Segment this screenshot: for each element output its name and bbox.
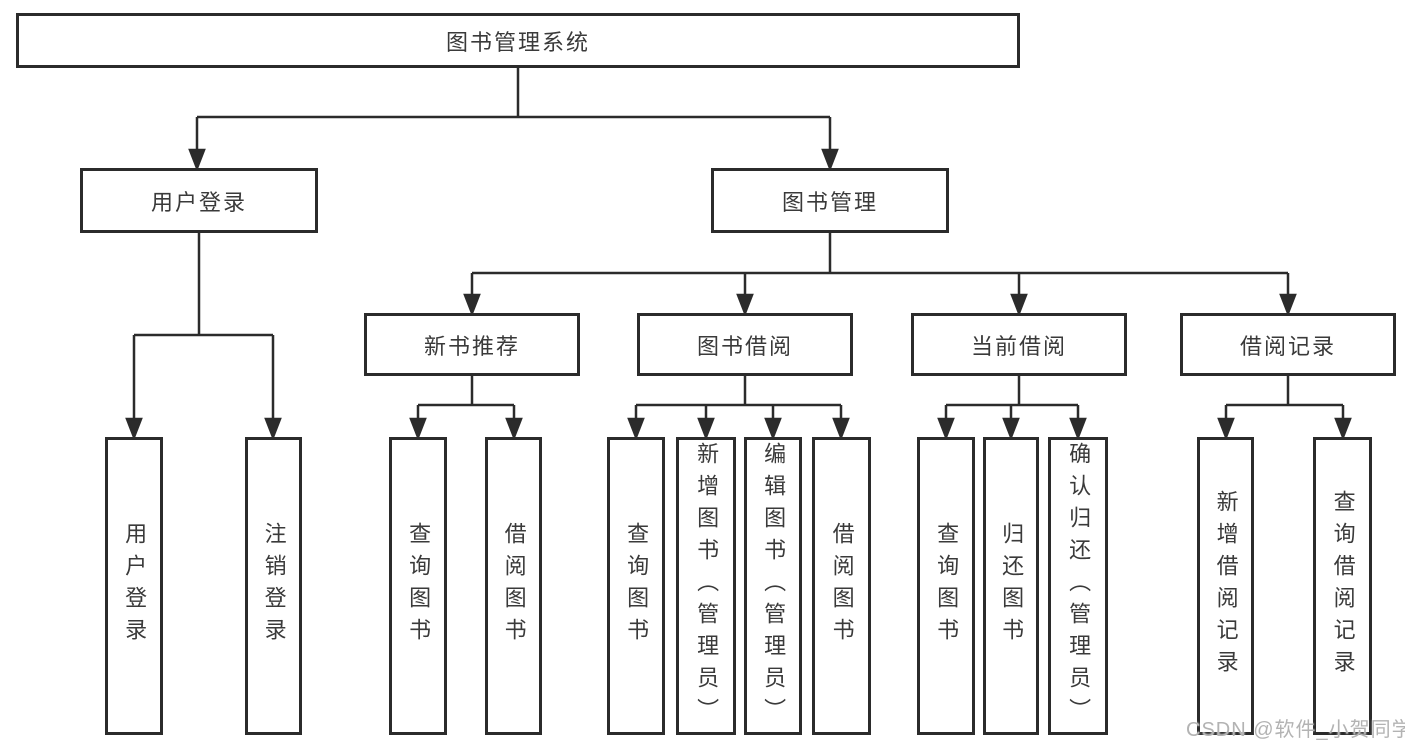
leaf-borrow-book-recommend: 借阅图书 <box>485 437 542 735</box>
arrowhead-icon <box>264 417 282 441</box>
arrowhead-icon <box>1069 417 1087 441</box>
leaf-label: 归还图书 <box>999 522 1025 650</box>
leaf-label: 编辑图书（管理员） <box>761 442 787 730</box>
leaf-label: 新增借阅记录 <box>1213 490 1239 682</box>
leaf-label: 查询图书 <box>406 522 432 650</box>
leaf-label: 注销登录 <box>261 522 287 650</box>
node-label: 图书借阅 <box>696 333 793 359</box>
arrowhead-icon <box>125 417 143 441</box>
node-book-borrowing: 图书借阅 <box>637 313 853 376</box>
node-new-book-recommendation: 新书推荐 <box>364 313 580 376</box>
arrowhead-icon <box>1217 417 1235 441</box>
arrowhead-icon <box>627 417 645 441</box>
node-current-borrowing: 当前借阅 <box>911 313 1127 376</box>
arrowhead-icon <box>1279 293 1297 317</box>
leaf-user-login: 用户登录 <box>105 437 163 735</box>
leaf-add-book-admin: 新增图书（管理员） <box>676 437 736 735</box>
arrowhead-icon <box>937 417 955 441</box>
leaf-edit-book-admin: 编辑图书（管理员） <box>744 437 802 735</box>
leaf-add-borrow-record: 新增借阅记录 <box>1197 437 1254 735</box>
node-book-management: 图书管理 <box>711 168 949 233</box>
arrowhead-icon <box>1002 417 1020 441</box>
node-label: 新书推荐 <box>423 333 520 359</box>
leaf-label: 用户登录 <box>122 522 148 650</box>
arrowhead-icon <box>1334 417 1352 441</box>
node-label: 当前借阅 <box>970 333 1067 359</box>
leaf-borrow-book: 借阅图书 <box>812 437 871 735</box>
node-library-management-system: 图书管理系统 <box>16 13 1020 68</box>
leaf-query-borrow-record: 查询借阅记录 <box>1313 437 1372 735</box>
arrowhead-icon <box>463 293 481 317</box>
arrowhead-icon <box>764 417 782 441</box>
csdn-watermark: CSDN @软件_小贺同学 <box>1186 719 1405 741</box>
leaf-label: 借阅图书 <box>501 522 527 650</box>
arrowhead-icon <box>697 417 715 441</box>
leaf-label: 新增图书（管理员） <box>694 442 720 730</box>
arrowhead-icon <box>505 417 523 441</box>
arrowhead-icon <box>821 148 839 172</box>
node-user-login: 用户登录 <box>80 168 318 233</box>
arrowhead-icon <box>1010 293 1028 317</box>
leaf-query-book-recommend: 查询图书 <box>389 437 447 735</box>
leaf-label: 查询图书 <box>624 522 650 650</box>
node-label: 借阅记录 <box>1239 333 1336 359</box>
leaf-query-book-current: 查询图书 <box>917 437 975 735</box>
leaf-logout: 注销登录 <box>245 437 302 735</box>
arrowhead-icon <box>188 148 206 172</box>
arrowhead-icon <box>832 417 850 441</box>
leaf-return-book: 归还图书 <box>983 437 1039 735</box>
arrowhead-icon <box>409 417 427 441</box>
leaf-label: 查询借阅记录 <box>1330 490 1356 682</box>
node-label: 图书管理系统 <box>445 29 590 55</box>
node-label: 用户登录 <box>150 189 247 215</box>
arrowhead-icon <box>736 293 754 317</box>
leaf-label: 查询图书 <box>934 522 960 650</box>
leaf-query-book-borrow: 查询图书 <box>607 437 665 735</box>
leaf-label: 确认归还（管理员） <box>1066 442 1092 730</box>
node-label: 图书管理 <box>781 189 878 215</box>
leaf-confirm-return-admin: 确认归还（管理员） <box>1048 437 1108 735</box>
node-borrowing-records: 借阅记录 <box>1180 313 1396 376</box>
leaf-label: 借阅图书 <box>829 522 855 650</box>
